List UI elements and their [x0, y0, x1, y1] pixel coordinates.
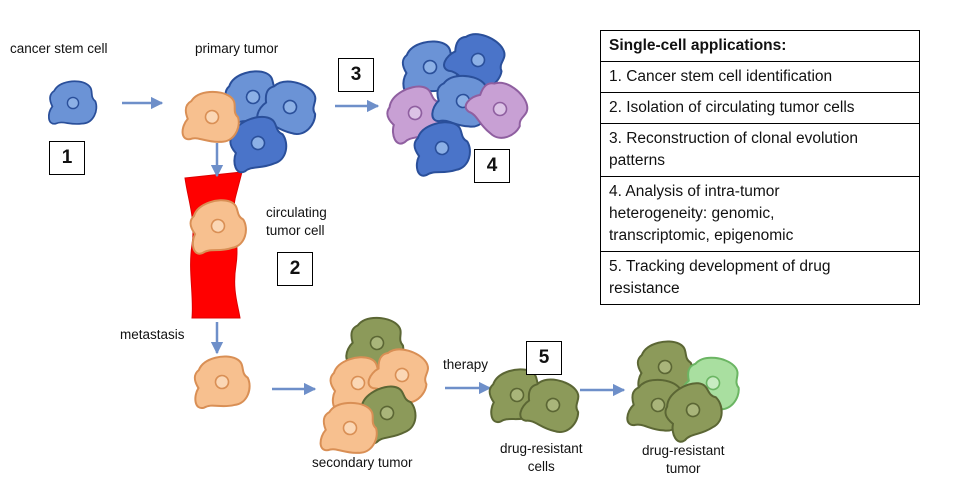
application-item-5: 5. Tracking development of drug resistan… [601, 252, 919, 304]
resistant-tumor-olive-cell-icon [655, 374, 729, 446]
application-item-1: 1. Cancer stem cell identification [601, 62, 919, 93]
application-item-4-line-2: heterogeneity: genomic, [609, 205, 775, 222]
label-drug-resistant-cells-line-1: drug-resistant [500, 441, 583, 456]
application-item-1-line: 1. Cancer stem cell identification [609, 68, 833, 85]
label-circulating-line-1: circulating [266, 205, 327, 220]
label-metastasis: metastasis [120, 327, 185, 342]
circulating-tumor-cell-icon [184, 195, 251, 256]
resistant-tumor-olive-cell-icon [633, 338, 696, 395]
application-item-3: 3. Reconstruction of clonal evolution pa… [601, 124, 919, 177]
single-cell-applications-box: Single-cell applications: 1. Cancer stem… [600, 30, 920, 305]
step-3-box: 3 [338, 58, 374, 92]
heterogeneous-tumor-cluster [378, 23, 539, 178]
drug-resistant-tumor-cluster [625, 338, 747, 446]
resistant-tumor-olive-cell-icon [625, 374, 691, 435]
label-therapy: therapy [443, 357, 489, 372]
label-drug-resistant-tumor-line-1: drug-resistant [642, 443, 725, 458]
application-item-4-line-3: transcriptomic, epigenomic [609, 227, 794, 244]
applications-title: Single-cell applications: [601, 31, 919, 62]
application-item-2-line: 2. Isolation of circulating tumor cells [609, 99, 855, 116]
primary-tumor-blue-cell-icon [254, 72, 326, 141]
secondary-orange-cell-icon [324, 352, 391, 413]
secondary-orange-cell-icon [318, 399, 381, 456]
step-2-box: 2 [277, 252, 313, 286]
application-item-2: 2. Isolation of circulating tumor cells [601, 93, 919, 124]
primary-tumor-cluster [180, 67, 326, 175]
application-item-3-line-1: 3. Reconstruction of clonal evolution [609, 130, 859, 147]
secondary-tumor-cluster [318, 312, 439, 456]
label-circulating-line-2: tumor cell [266, 223, 325, 238]
drug-resistant-cells-cluster [484, 365, 589, 439]
primary-tumor-blue-cell-icon [220, 67, 285, 127]
drug-resistant-olive-cell-icon [517, 370, 589, 439]
heterogeneous-blue-cell-icon [398, 38, 461, 95]
cancer-stem-cell-icon [47, 80, 98, 125]
label-drug-resistant-tumor: drug-resistant tumor [642, 442, 725, 478]
step-1-box: 1 [49, 141, 85, 175]
resistant-tumor-lightgreen-cell-icon [678, 350, 747, 415]
heterogeneous-purple-cell-icon [461, 70, 539, 147]
application-item-5-line-2: resistance [609, 280, 680, 297]
application-item-4: 4. Analysis of intra-tumor heterogeneity… [601, 177, 919, 252]
application-item-4-line-1: 4. Analysis of intra-tumor [609, 183, 780, 200]
step-5-box: 5 [526, 341, 562, 375]
application-item-3-line-2: patterns [609, 152, 666, 169]
step-4-box: 4 [474, 149, 510, 183]
heterogeneous-blue-cell-icon [440, 23, 516, 96]
drug-resistant-olive-cell-icon [484, 365, 549, 425]
application-item-5-line-1: 5. Tracking development of drug [609, 258, 831, 275]
primary-tumor-blue-cell-icon [223, 110, 292, 175]
secondary-orange-cell-icon [365, 339, 439, 410]
heterogeneous-blue-cell-icon [408, 117, 475, 178]
label-secondary-tumor: secondary tumor [312, 455, 413, 470]
heterogeneous-purple-cell-icon [378, 78, 450, 147]
label-circulating-tumor-cell: circulating tumor cell [266, 204, 327, 240]
secondary-olive-cell-icon [350, 378, 422, 447]
label-drug-resistant-cells-line-2: cells [527, 459, 555, 474]
flow-arrows [122, 96, 626, 397]
secondary-olive-cell-icon [344, 312, 410, 373]
label-cancer-stem-cell: cancer stem cell [10, 41, 108, 56]
metastatic-cell-icon [190, 353, 253, 410]
label-primary-tumor: primary tumor [195, 41, 279, 56]
label-drug-resistant-cells: drug-resistant cells [500, 440, 583, 476]
primary-tumor-orange-cell-icon [180, 88, 243, 145]
label-drug-resistant-tumor-line-2: tumor [666, 461, 701, 476]
